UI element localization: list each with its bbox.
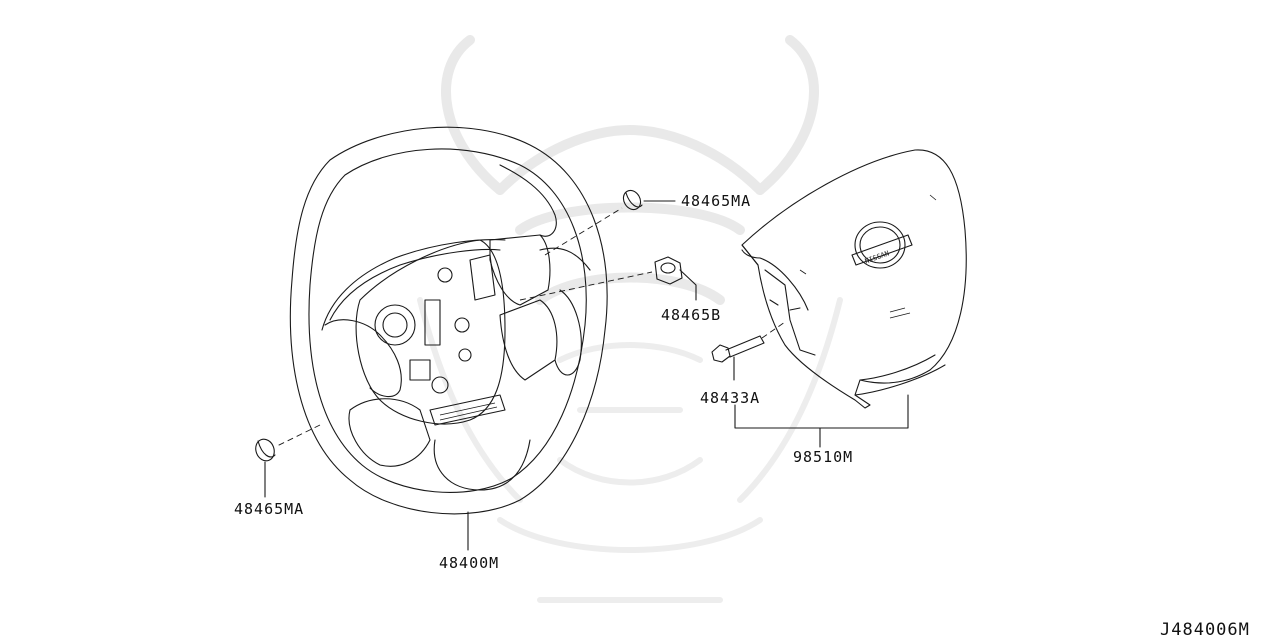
clip-lower-drawing [255, 424, 321, 498]
airbag-module-drawing: NISSAN [741, 149, 967, 409]
bolt-drawing [711, 321, 786, 381]
diagram-code: J484006M [1160, 620, 1250, 640]
label-clip-lower: 48465MA [234, 500, 305, 518]
watermark-emblem [417, 35, 843, 603]
label-steering-wheel: 48400M [439, 554, 500, 572]
clip-upper-drawing [544, 189, 676, 256]
nut-drawing [519, 256, 697, 301]
label-nut: 48465B [661, 306, 722, 324]
label-airbag-module: 98510M [793, 448, 854, 466]
label-bolt: 48433A [700, 389, 761, 407]
label-clip-upper: 48465MA [681, 192, 752, 210]
leader-lines [467, 394, 909, 551]
steering-wheel-drawing [289, 126, 608, 515]
